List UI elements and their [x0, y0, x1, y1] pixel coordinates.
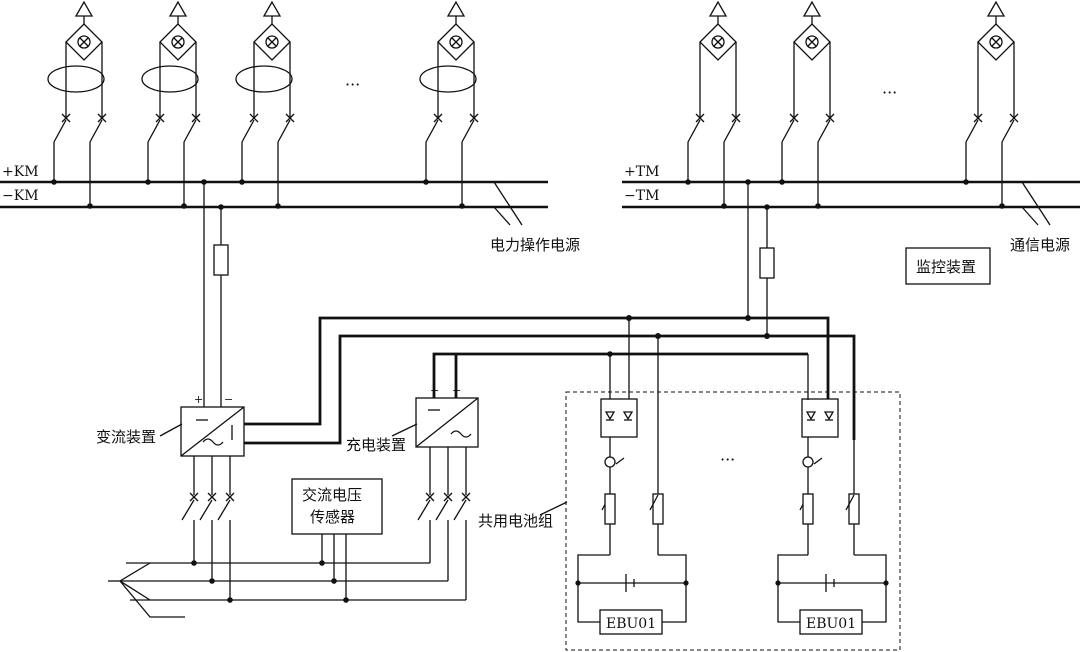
charger-minus: − [452, 384, 461, 397]
tm-resistor [759, 247, 775, 279]
battery-bank-boundary [565, 391, 901, 651]
ct-ellipse-3 [235, 65, 293, 93]
battery-ellipsis: ··· [720, 450, 735, 469]
battery-unit-1: EBU01 [575, 318, 689, 635]
km-feeder-4 [422, 1, 479, 210]
monitoring-device-box [905, 247, 991, 285]
ac-voltage-sensor-box [291, 478, 383, 535]
ebu-module-1 [599, 609, 663, 635]
km-feeder-ellipsis: ··· [345, 75, 360, 94]
tm-feeder-3 [962, 1, 1019, 210]
battery-unit-2: EBU01 [775, 354, 889, 635]
charger-plus: + [430, 384, 439, 397]
charger-device-label: 充电装置 [346, 436, 406, 454]
tm-feeder-ellipsis: ··· [882, 83, 897, 102]
ebu-module-2-label: EBU01 [806, 616, 856, 632]
tm-feeder-2 [778, 1, 835, 210]
km-feeder-1 [50, 1, 107, 210]
power-operation-supply-label: 电力操作电源 [490, 236, 580, 254]
ct-ellipse-2 [141, 65, 199, 93]
km-feeder-2 [144, 1, 201, 210]
charger-device: + − 充电装置 [346, 384, 479, 454]
plus-km-label: +KM [2, 164, 39, 180]
inverter-device-label: 变流装置 [96, 428, 156, 446]
ac-voltage-sensor-label-2: 传感器 [310, 508, 355, 526]
ac-voltage-sensor-label-1: 交流电压 [302, 486, 362, 504]
tm-feeder-1 [684, 1, 741, 210]
ct-ellipse-1 [47, 65, 105, 93]
minus-km-label: −KM [2, 188, 39, 204]
ebu-module-2 [799, 609, 863, 635]
minus-tm-label: −TM [624, 188, 659, 204]
ct-ellipse-4 [419, 65, 477, 93]
ac-side: 交流电压 传感器 [108, 447, 471, 618]
plus-tm-label: +TM [624, 164, 659, 180]
shared-battery-bank-label: 共用电池组 [478, 512, 553, 530]
inverter-device: + − 变流装置 [96, 393, 245, 457]
km-bus-system: +KM −KM ··· 电力操作电源 [0, 1, 580, 407]
km-resistor [213, 244, 229, 276]
shared-battery-bank: 共用电池组 ··· [478, 318, 901, 651]
inverter-plus: + [194, 393, 203, 406]
km-feeder-3 [238, 1, 295, 210]
monitoring-device-label: 监控装置 [916, 258, 976, 276]
interconnect-buses [244, 315, 856, 445]
inverter-minus: − [224, 393, 233, 406]
tm-bus-system: +TM −TM ··· 通信电源 监控装置 [622, 1, 1080, 336]
communication-supply-label: 通信电源 [1010, 236, 1070, 254]
ebu-module-1-label: EBU01 [606, 616, 656, 632]
